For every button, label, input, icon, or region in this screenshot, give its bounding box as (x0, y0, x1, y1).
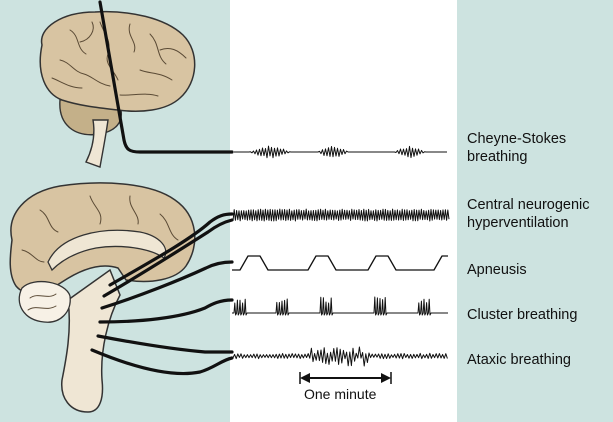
breathing-traces (232, 145, 450, 367)
leader-lines (90, 0, 234, 376)
cheyne-stokes-trace (234, 145, 447, 159)
leader-line-ataxic-2 (90, 348, 234, 376)
label-cheyne-stokes-line2: breathing (467, 149, 528, 165)
label-cheyne-stokes: Cheyne-Stokes breathing (467, 130, 566, 166)
ataxic-breathing-trace (232, 346, 448, 367)
label-central-neurogenic-line1: Central neurogenic (467, 197, 590, 213)
label-cluster-line1: Cluster breathing (467, 307, 578, 323)
label-ataxic-line1: Ataxic breathing (467, 352, 571, 368)
leader-line-ataxic (96, 334, 234, 354)
lateral-brainstem (85, 119, 109, 168)
apneusis-trace (232, 255, 448, 271)
lateral-brain-illustration (39, 10, 196, 168)
label-central-neurogenic-line2: hyperventilation (467, 215, 569, 231)
sagittal-cerebellum (18, 280, 71, 323)
label-ataxic: Ataxic breathing (467, 351, 571, 369)
cluster-breathing-trace (232, 296, 448, 316)
leader-line-central-neurogenic-2 (102, 218, 234, 298)
label-apneusis: Apneusis (467, 261, 527, 279)
time-scale-right-arrowhead (381, 373, 391, 383)
leader-line-central-neurogenic (108, 212, 234, 287)
time-scale-label: One minute (304, 386, 377, 402)
leader-line-cheyne-stokes (98, 0, 234, 154)
leader-line-apneusis (100, 260, 234, 310)
leader-line-cluster (98, 298, 234, 324)
label-cluster: Cluster breathing (467, 306, 577, 324)
label-cheyne-stokes-line1: Cheyne-Stokes (467, 131, 567, 147)
right-panel-background (457, 0, 613, 422)
label-central-neurogenic: Central neurogenic hyperventilation (467, 196, 590, 232)
label-apneusis-line1: Apneusis (467, 262, 527, 278)
sagittal-brain-illustration (9, 182, 196, 413)
lateral-cerebrum (39, 10, 196, 112)
time-scale (299, 372, 392, 384)
central-neurogenic-trace (232, 208, 450, 222)
time-scale-left-arrowhead (300, 373, 310, 383)
